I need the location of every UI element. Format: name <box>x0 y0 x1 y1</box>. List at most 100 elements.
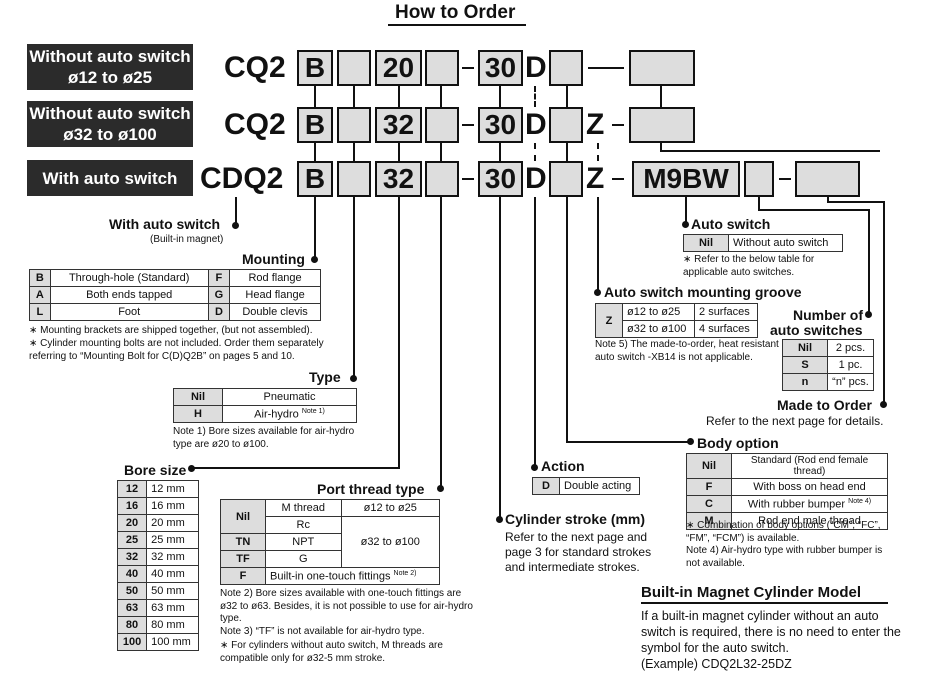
leader-dot <box>682 221 689 228</box>
port-key: TN <box>220 533 266 551</box>
title-underline <box>388 24 526 26</box>
bore-key: 25 <box>116 531 148 549</box>
body-rubber: With rubber bumper <box>747 498 846 511</box>
leader-type <box>353 86 355 107</box>
leader-port <box>440 197 442 488</box>
mounting-desc: Double clevis <box>229 303 321 321</box>
table-row: Rc ø32 to ø100 <box>221 516 441 568</box>
mounting-desc: Through-hole (Standard) <box>49 269 209 287</box>
num-key: S <box>782 356 828 374</box>
bore-key: 12 <box>116 480 148 498</box>
code-action: D <box>525 51 547 84</box>
type-note-ref: Note 1) <box>301 407 325 415</box>
code-groove: Z <box>586 162 605 195</box>
leader-mto <box>827 201 885 203</box>
bore-desc: 100 mm <box>146 633 199 651</box>
mounting-key: L <box>29 303 51 321</box>
code-dash <box>462 124 474 126</box>
built-in-magnet-label: (Built-in magnet) <box>150 234 224 245</box>
action-label: Action <box>541 458 585 474</box>
bore-label: Bore size <box>124 462 187 478</box>
body-key: F <box>686 478 732 496</box>
body-note: ∗ Combination of body options (“CM”, “FC… <box>686 520 881 544</box>
port-fitting: Built-in one-touch fittings <box>270 570 391 583</box>
code-port-box <box>425 50 459 86</box>
table-row: Nil M thread ø12 to ø25 <box>220 499 441 534</box>
code-type-box <box>337 107 371 143</box>
leader-action <box>534 143 536 161</box>
groove-note: Note 5) The made-to-order, heat resistan… <box>595 339 779 363</box>
leader-dot <box>437 485 444 492</box>
port-key: Nil <box>220 499 266 534</box>
auto-switch-key: Nil <box>683 234 729 252</box>
code-stroke-box: 30 <box>478 50 523 86</box>
leader-mounting <box>314 197 316 259</box>
code-prefix: CQ2 <box>224 108 286 141</box>
groove-range: ø32 to ø100 <box>621 320 696 338</box>
table-row: F Built-in one-touch fittings Note 2) <box>220 567 440 585</box>
mounting-key: G <box>207 286 231 304</box>
leader-body <box>566 143 568 161</box>
code-prefix: CQ2 <box>224 51 286 84</box>
leader-dot <box>232 222 239 229</box>
type-desc: Pneumatic <box>222 388 357 406</box>
bore-desc: 20 mm <box>146 514 199 532</box>
num-desc: 1 pc. <box>827 356 874 374</box>
mounting-key: F <box>207 269 231 287</box>
groove-label: Auto switch mounting groove <box>604 284 802 300</box>
leader-type <box>353 143 355 161</box>
leader-auto-switch-type <box>685 197 687 225</box>
port-range: ø12 to ø25 <box>340 499 441 517</box>
code-action: D <box>525 162 547 195</box>
mounting-desc: Head flange <box>229 286 321 304</box>
bore-desc: 50 mm <box>146 582 199 600</box>
mto-desc: Refer to the next page for details. <box>706 414 884 428</box>
leader-bore <box>190 467 400 469</box>
leader-num <box>758 209 870 211</box>
mounting-label: Mounting <box>242 251 305 267</box>
body-desc: With rubber bumper Note 4) <box>731 495 888 513</box>
type-key: H <box>173 405 223 423</box>
leader-mounting <box>314 86 316 107</box>
leader-dot <box>594 289 601 296</box>
code-type-box <box>337 161 371 197</box>
leader-body <box>566 197 568 443</box>
code-mounting-box: B <box>297 107 333 143</box>
tag-without-switch-small: Without auto switch ø12 to ø25 <box>27 44 193 90</box>
leader-num <box>758 197 760 211</box>
table-row: n“n” pcs. <box>782 373 874 391</box>
groove-range: ø12 to ø25 <box>621 303 696 321</box>
body-key: C <box>686 495 732 513</box>
leader-dot <box>188 465 195 472</box>
body-label: Body option <box>697 435 779 451</box>
leader-stroke <box>499 143 501 161</box>
code-mounting-box: B <box>297 161 333 197</box>
tag-line1: Without auto switch <box>29 104 191 123</box>
bore-key: 32 <box>116 548 148 566</box>
mto-label: Made to Order <box>777 397 872 413</box>
port-key: TF <box>220 550 266 568</box>
leader-body <box>566 86 568 107</box>
bore-key: 20 <box>116 514 148 532</box>
code-dash <box>588 67 624 69</box>
leader-bore <box>398 197 400 469</box>
port-desc: G <box>265 550 342 568</box>
type-label: Type <box>309 369 341 385</box>
bore-desc: 40 mm <box>146 565 199 583</box>
mounting-key: B <box>29 269 51 287</box>
code-dash <box>462 178 474 180</box>
num-key: n <box>782 373 828 391</box>
type-note: Note 1) Bore sizes available for air-hyd… <box>173 426 355 450</box>
groove-surfaces: 4 surfaces <box>694 320 758 338</box>
